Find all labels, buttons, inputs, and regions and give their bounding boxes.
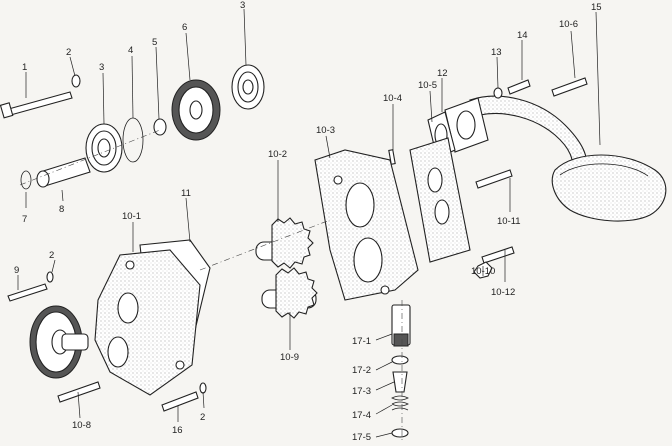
snap-ring-4 [122,117,144,163]
part-labels: 1 2 2 2 3 3 4 5 6 7 8 9 10-1 10-2 10-3 1… [14,0,602,443]
label-10-6: 10-6 [559,19,578,30]
label-13: 13 [491,47,502,58]
pump-cover-plate [409,137,471,263]
drive-gear-10-2 [255,217,314,269]
label-17-5: 17-5 [352,432,371,443]
label-3: 3 [99,62,104,73]
label-2: 2 [200,412,205,423]
label-10-1: 10-1 [122,211,141,222]
label-2: 2 [49,250,54,261]
label-6: 6 [182,22,187,33]
leader-lines [17,8,601,438]
label-15: 15 [591,2,602,13]
oil-strainer-pipe [444,95,667,222]
idler-gear-lower [29,305,89,379]
label-17-3: 17-3 [352,386,371,397]
bearing-3 [85,123,123,173]
label-2: 2 [66,47,71,58]
bolt-9 [7,283,48,302]
washer-2-left [46,271,54,283]
label-16: 16 [172,425,183,436]
label-10-12: 10-12 [491,287,515,298]
label-1: 1 [22,62,27,73]
snap-ring-7 [20,170,32,190]
label-10-9: 10-9 [280,352,299,363]
bolt-14 [507,79,531,95]
label-7: 7 [22,214,27,225]
bolt-10-11 [475,169,513,189]
label-17-2: 17-2 [352,365,371,376]
bolt-10-8 [57,381,101,403]
label-4: 4 [128,45,133,56]
washer-2 [71,74,81,88]
bearing-3-upper [231,64,265,110]
shaft-8 [36,157,91,188]
label-3: 3 [240,0,245,11]
bolt-16 [161,391,199,412]
relief-valve-assembly [391,304,411,438]
idler-gear-upper [171,79,221,141]
pump-housing [94,239,211,396]
washer-13 [493,87,503,99]
label-5: 5 [152,37,157,48]
label-8: 8 [59,204,64,215]
label-9: 9 [14,265,19,276]
label-10-2: 10-2 [268,149,287,160]
label-10-10: 10-10 [471,266,495,277]
driven-gear-10-9 [261,267,318,319]
label-10-5: 10-5 [418,80,437,91]
label-12: 12 [437,68,448,79]
dowel-pin [388,149,396,165]
label-11: 11 [181,188,191,199]
label-14: 14 [517,30,528,41]
label-17-4: 17-4 [352,410,371,421]
bolt-1 [0,91,73,119]
bolt-10-6 [551,77,588,97]
pump-body [314,149,419,301]
label-17-1: 17-1 [352,336,371,347]
label-10-3: 10-3 [316,125,335,136]
bolt-10-12 [481,246,515,264]
label-10-4: 10-4 [383,93,402,104]
label-10-11: 10-11 [497,216,521,227]
label-10-8: 10-8 [72,420,91,431]
washer-5 [153,118,167,136]
washer-2-lower [199,382,207,394]
